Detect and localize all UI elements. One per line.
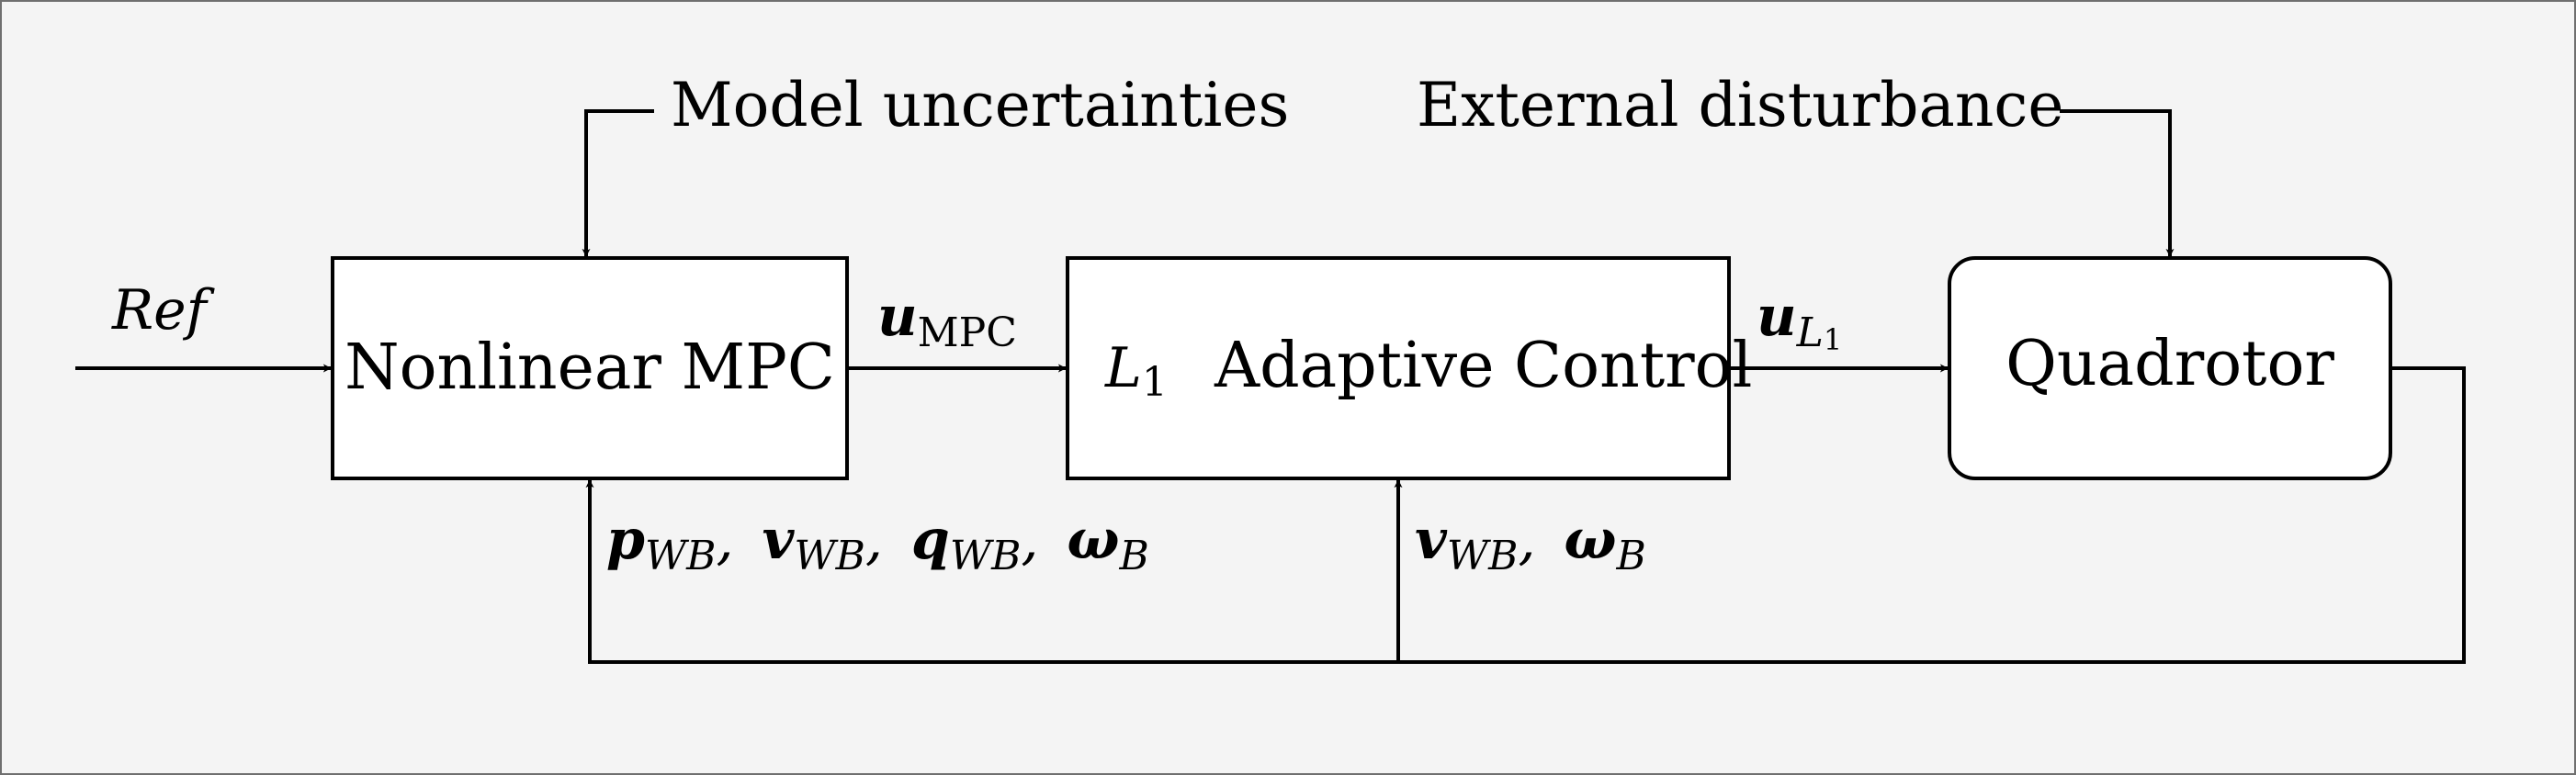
external-disturbance-arrow [2060, 109, 2175, 257]
adaptive-control-text: Adaptive Control [1214, 330, 1752, 402]
state-feedback-loop [585, 366, 2466, 664]
svg-text:L1: L1 [1104, 336, 1168, 406]
nonlinear-mpc-block [331, 256, 849, 480]
model-uncertainties-arrow [582, 109, 654, 257]
mpc-feedback-states-label: pWB, vWB, qWB, ωB [606, 508, 1149, 579]
l1-feedback-states-label: vWB, ωB [1415, 508, 1646, 579]
model-uncertainties-label: Model uncertainties [671, 70, 1289, 140]
nonlinear-mpc-label: Nonlinear MPC [345, 331, 835, 404]
u-mpc-label: uMPC [877, 285, 1017, 356]
l1-adaptive-control-label: L1 Adaptive Control [1104, 330, 1752, 406]
u-l1-label: uL1 [1757, 285, 1842, 357]
ref-label: Ref [111, 278, 216, 343]
external-disturbance-label: External disturbance [1417, 70, 2063, 140]
quadrotor-label: Quadrotor [2005, 328, 2334, 400]
l1-symbol: L [1104, 336, 1142, 400]
l1-adaptive-control-block [1066, 256, 1731, 480]
l1-subscript: 1 [1142, 359, 1168, 406]
